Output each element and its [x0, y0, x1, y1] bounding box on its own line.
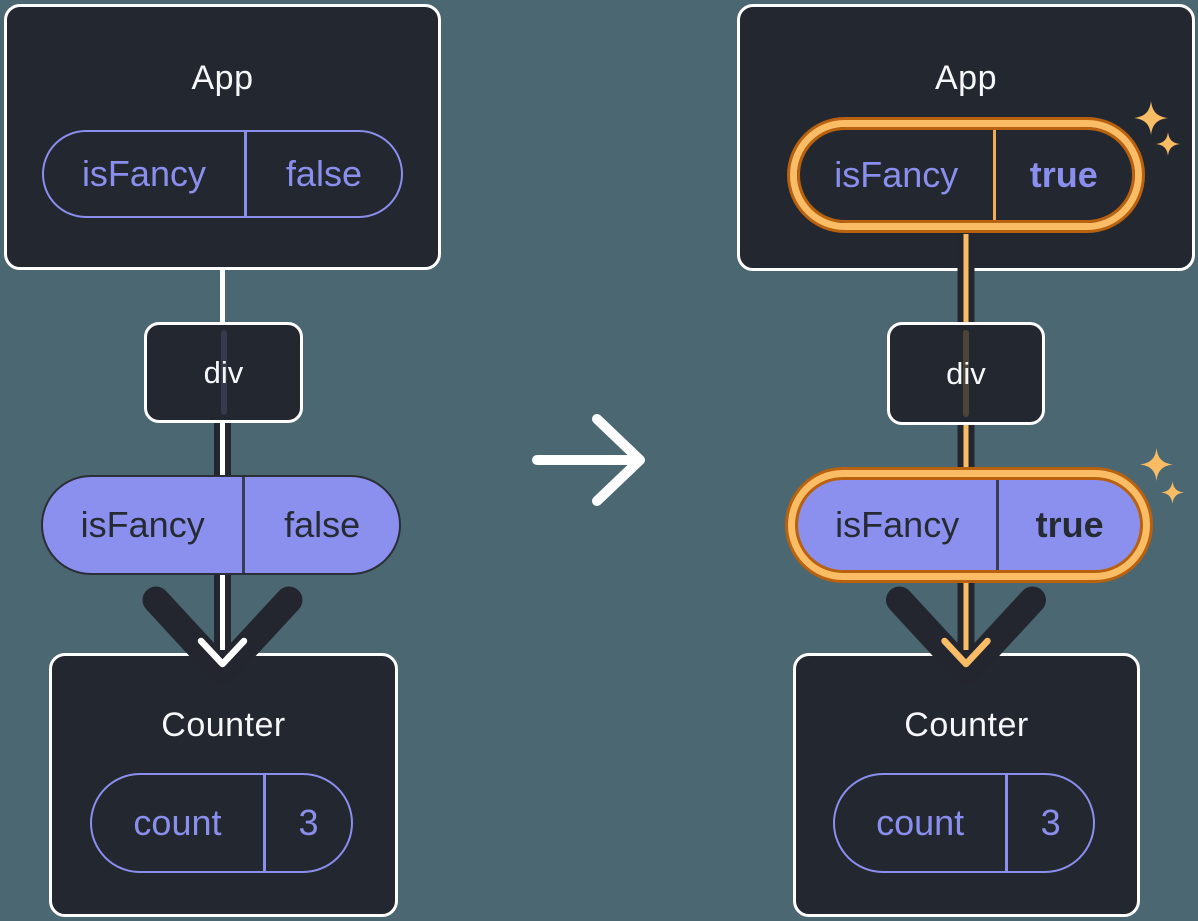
- state-value: true: [1029, 154, 1098, 195]
- prop-name: isFancy: [835, 504, 960, 545]
- state-name: isFancy: [834, 154, 959, 195]
- sparkle-icon: [1134, 101, 1168, 135]
- right-app-title: App: [935, 59, 997, 97]
- state-value: 3: [1040, 802, 1061, 843]
- left-div-node: div: [144, 322, 303, 423]
- right-app-state-pill-highlighted: isFancy true: [797, 127, 1135, 223]
- left-app-title: App: [191, 59, 254, 97]
- right-prop-pill-highlighted: isFancy true: [795, 477, 1143, 573]
- state-value: false: [285, 153, 362, 194]
- left-counter-title: Counter: [161, 706, 286, 744]
- pill-divider: [996, 480, 1000, 570]
- right-counter-state-pill: count 3: [833, 773, 1095, 873]
- right-counter-title: Counter: [904, 706, 1029, 744]
- prop-name: isFancy: [80, 504, 205, 545]
- state-name: isFancy: [81, 153, 206, 194]
- pill-divider: [242, 477, 246, 573]
- pill-divider: [1005, 775, 1009, 871]
- left-div-label: div: [203, 354, 244, 390]
- prop-value: false: [284, 504, 361, 545]
- pill-divider: [243, 132, 247, 216]
- left-app-state-pill: isFancy false: [42, 130, 403, 218]
- prop-value: true: [1035, 504, 1104, 545]
- left-prop-pill: isFancy false: [41, 475, 401, 575]
- state-name: count: [876, 802, 965, 843]
- right-div-label: div: [946, 355, 986, 391]
- sparkle-icon: [1161, 481, 1184, 504]
- right-div-node: div: [887, 322, 1045, 425]
- left-counter-state-pill: count 3: [90, 773, 353, 873]
- state-name: count: [133, 802, 222, 843]
- left-div-pass-through-line: [220, 330, 227, 415]
- pill-divider: [992, 130, 996, 220]
- pill-divider: [262, 775, 266, 871]
- sparkle-icon: [1156, 132, 1180, 156]
- sparkle-icon: [1140, 448, 1173, 481]
- state-value: 3: [298, 802, 319, 843]
